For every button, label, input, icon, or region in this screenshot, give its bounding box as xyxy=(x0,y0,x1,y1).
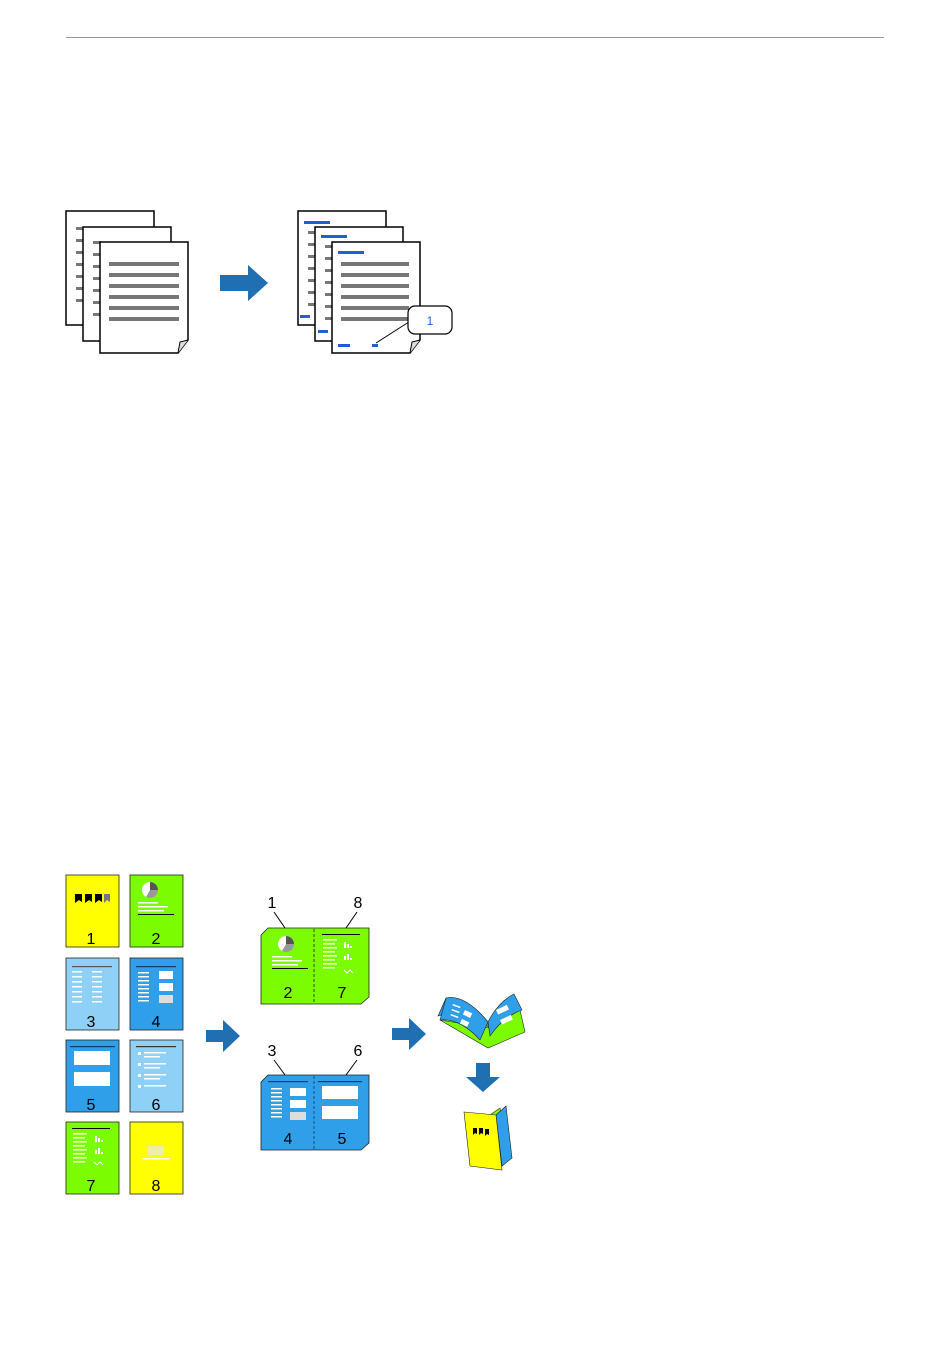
callout-page-number: 1 xyxy=(427,314,434,328)
source-page-6: 6 xyxy=(130,1040,183,1114)
imposed-sheet-1: 2 7 1 8 xyxy=(261,895,369,1004)
down-arrow-icon xyxy=(466,1063,500,1092)
source-pages: 1 2 xyxy=(66,875,183,1195)
source-page-8: 8 xyxy=(130,1122,183,1195)
right-arrow-icon xyxy=(206,1020,240,1052)
open-booklet-icon xyxy=(438,994,525,1048)
source-page-5: 5 xyxy=(66,1040,119,1114)
sheet-label-left: 1 xyxy=(268,895,277,912)
source-page-number: 7 xyxy=(87,1178,96,1195)
sheet-page-right: 5 xyxy=(338,1131,347,1148)
source-page-number: 4 xyxy=(152,1014,161,1031)
right-arrow-icon xyxy=(392,1018,426,1050)
source-page-4: 4 xyxy=(130,958,183,1031)
sheet-label-right: 8 xyxy=(354,895,363,912)
source-page-number: 1 xyxy=(87,931,96,948)
source-page-number: 5 xyxy=(87,1097,96,1114)
right-arrow-icon xyxy=(220,265,268,301)
sheet-page-left: 4 xyxy=(284,1131,293,1148)
sheet-label-left: 3 xyxy=(268,1043,277,1060)
imposed-sheet-2: 4 5 3 6 xyxy=(261,1043,369,1150)
source-page-number: 8 xyxy=(152,1178,161,1195)
source-page-number: 3 xyxy=(87,1014,96,1031)
source-page-2: 2 xyxy=(130,875,183,948)
source-page-7: 7 xyxy=(66,1122,119,1195)
source-page-3: 3 xyxy=(66,958,119,1031)
sheet-page-left: 2 xyxy=(284,985,293,1002)
source-page-number: 2 xyxy=(152,931,161,948)
sheet-page-right: 7 xyxy=(338,985,347,1002)
page-number-figure: 1 xyxy=(60,205,460,365)
source-page-1: 1 xyxy=(66,875,119,948)
plain-pages-stack xyxy=(66,211,188,353)
booklet-figure: 1 2 xyxy=(60,870,540,1205)
closed-booklet-icon xyxy=(464,1106,512,1170)
sheet-label-right: 6 xyxy=(354,1043,363,1060)
numbered-pages-stack: 1 xyxy=(298,211,452,353)
source-page-number: 6 xyxy=(152,1097,161,1114)
header-rule xyxy=(66,37,884,38)
